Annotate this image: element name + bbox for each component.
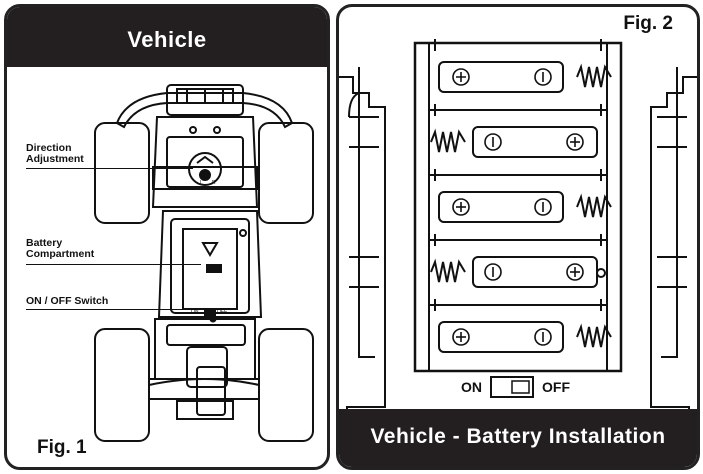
battery-1 [438,61,564,93]
direction-knob [188,152,222,186]
rear-left-wheel [94,328,150,442]
battery-spring-icon [430,258,466,283]
knob-left-letter: L [200,180,203,186]
battery-callout-line2: Compartment [26,248,95,260]
small-switch-off: OFF [217,309,227,315]
battery-plus-icon [566,263,584,281]
vehicle-header: Vehicle [7,7,327,67]
battery-tray [413,41,623,373]
battery-spring-icon [430,128,466,153]
battery-tray-drawing [339,39,697,428]
battery-plus-icon [452,68,470,86]
battery-leader-line [26,264,201,265]
front-left-wheel [94,122,150,224]
direction-callout-line1: Direction [26,142,72,154]
battery-installation-footer: Vehicle - Battery Installation [339,409,697,467]
vehicle-drawing: L R ON OFF [94,84,314,442]
switch-leader-line [26,309,206,310]
battery-installation-caption: Vehicle - Battery Installation [370,425,666,448]
battery-callout-line1: Battery [26,237,63,249]
direction-callout-line2: Adjustment [26,153,84,165]
battery-spring-icon [576,63,612,88]
small-switch-on: ON [191,309,199,315]
front-bumper [115,92,294,129]
battery-rows [429,39,612,353]
battery-plus-icon [566,133,584,151]
switch-off-label: OFF [542,379,570,395]
battery-spring-icon [576,323,612,348]
switch-on-label: ON [461,379,482,395]
fig-1-label: Fig. 1 [37,437,87,458]
knob-right-letter: R [212,180,216,186]
battery-minus-icon [534,328,552,346]
battery-minus-icon [534,68,552,86]
vehicle-panel: Vehicle [4,4,330,470]
fig-2-label: Fig. 2 [623,13,673,34]
battery-4 [472,256,598,288]
battery-minus-icon [484,133,502,151]
direction-callout: Direction Adjustment [26,143,84,165]
battery-plus-icon [452,198,470,216]
battery-plus-icon [452,328,470,346]
battery-5 [438,321,564,353]
battery-3 [438,191,564,223]
battery-installation-panel: Fig. 2 ON OFF Vehicle - Battery Installa… [336,4,700,470]
battery-minus-icon [484,263,502,281]
battery-callout: Battery Compartment [26,238,94,260]
front-right-wheel [258,122,314,224]
battery-minus-icon [534,198,552,216]
direction-leader-line [26,168,193,169]
rear-right-wheel [258,328,314,442]
battery-spring-icon [576,193,612,218]
vehicle-title: Vehicle [127,27,207,52]
battery-2 [472,126,598,158]
switch-callout: ON / OFF Switch [26,295,109,307]
